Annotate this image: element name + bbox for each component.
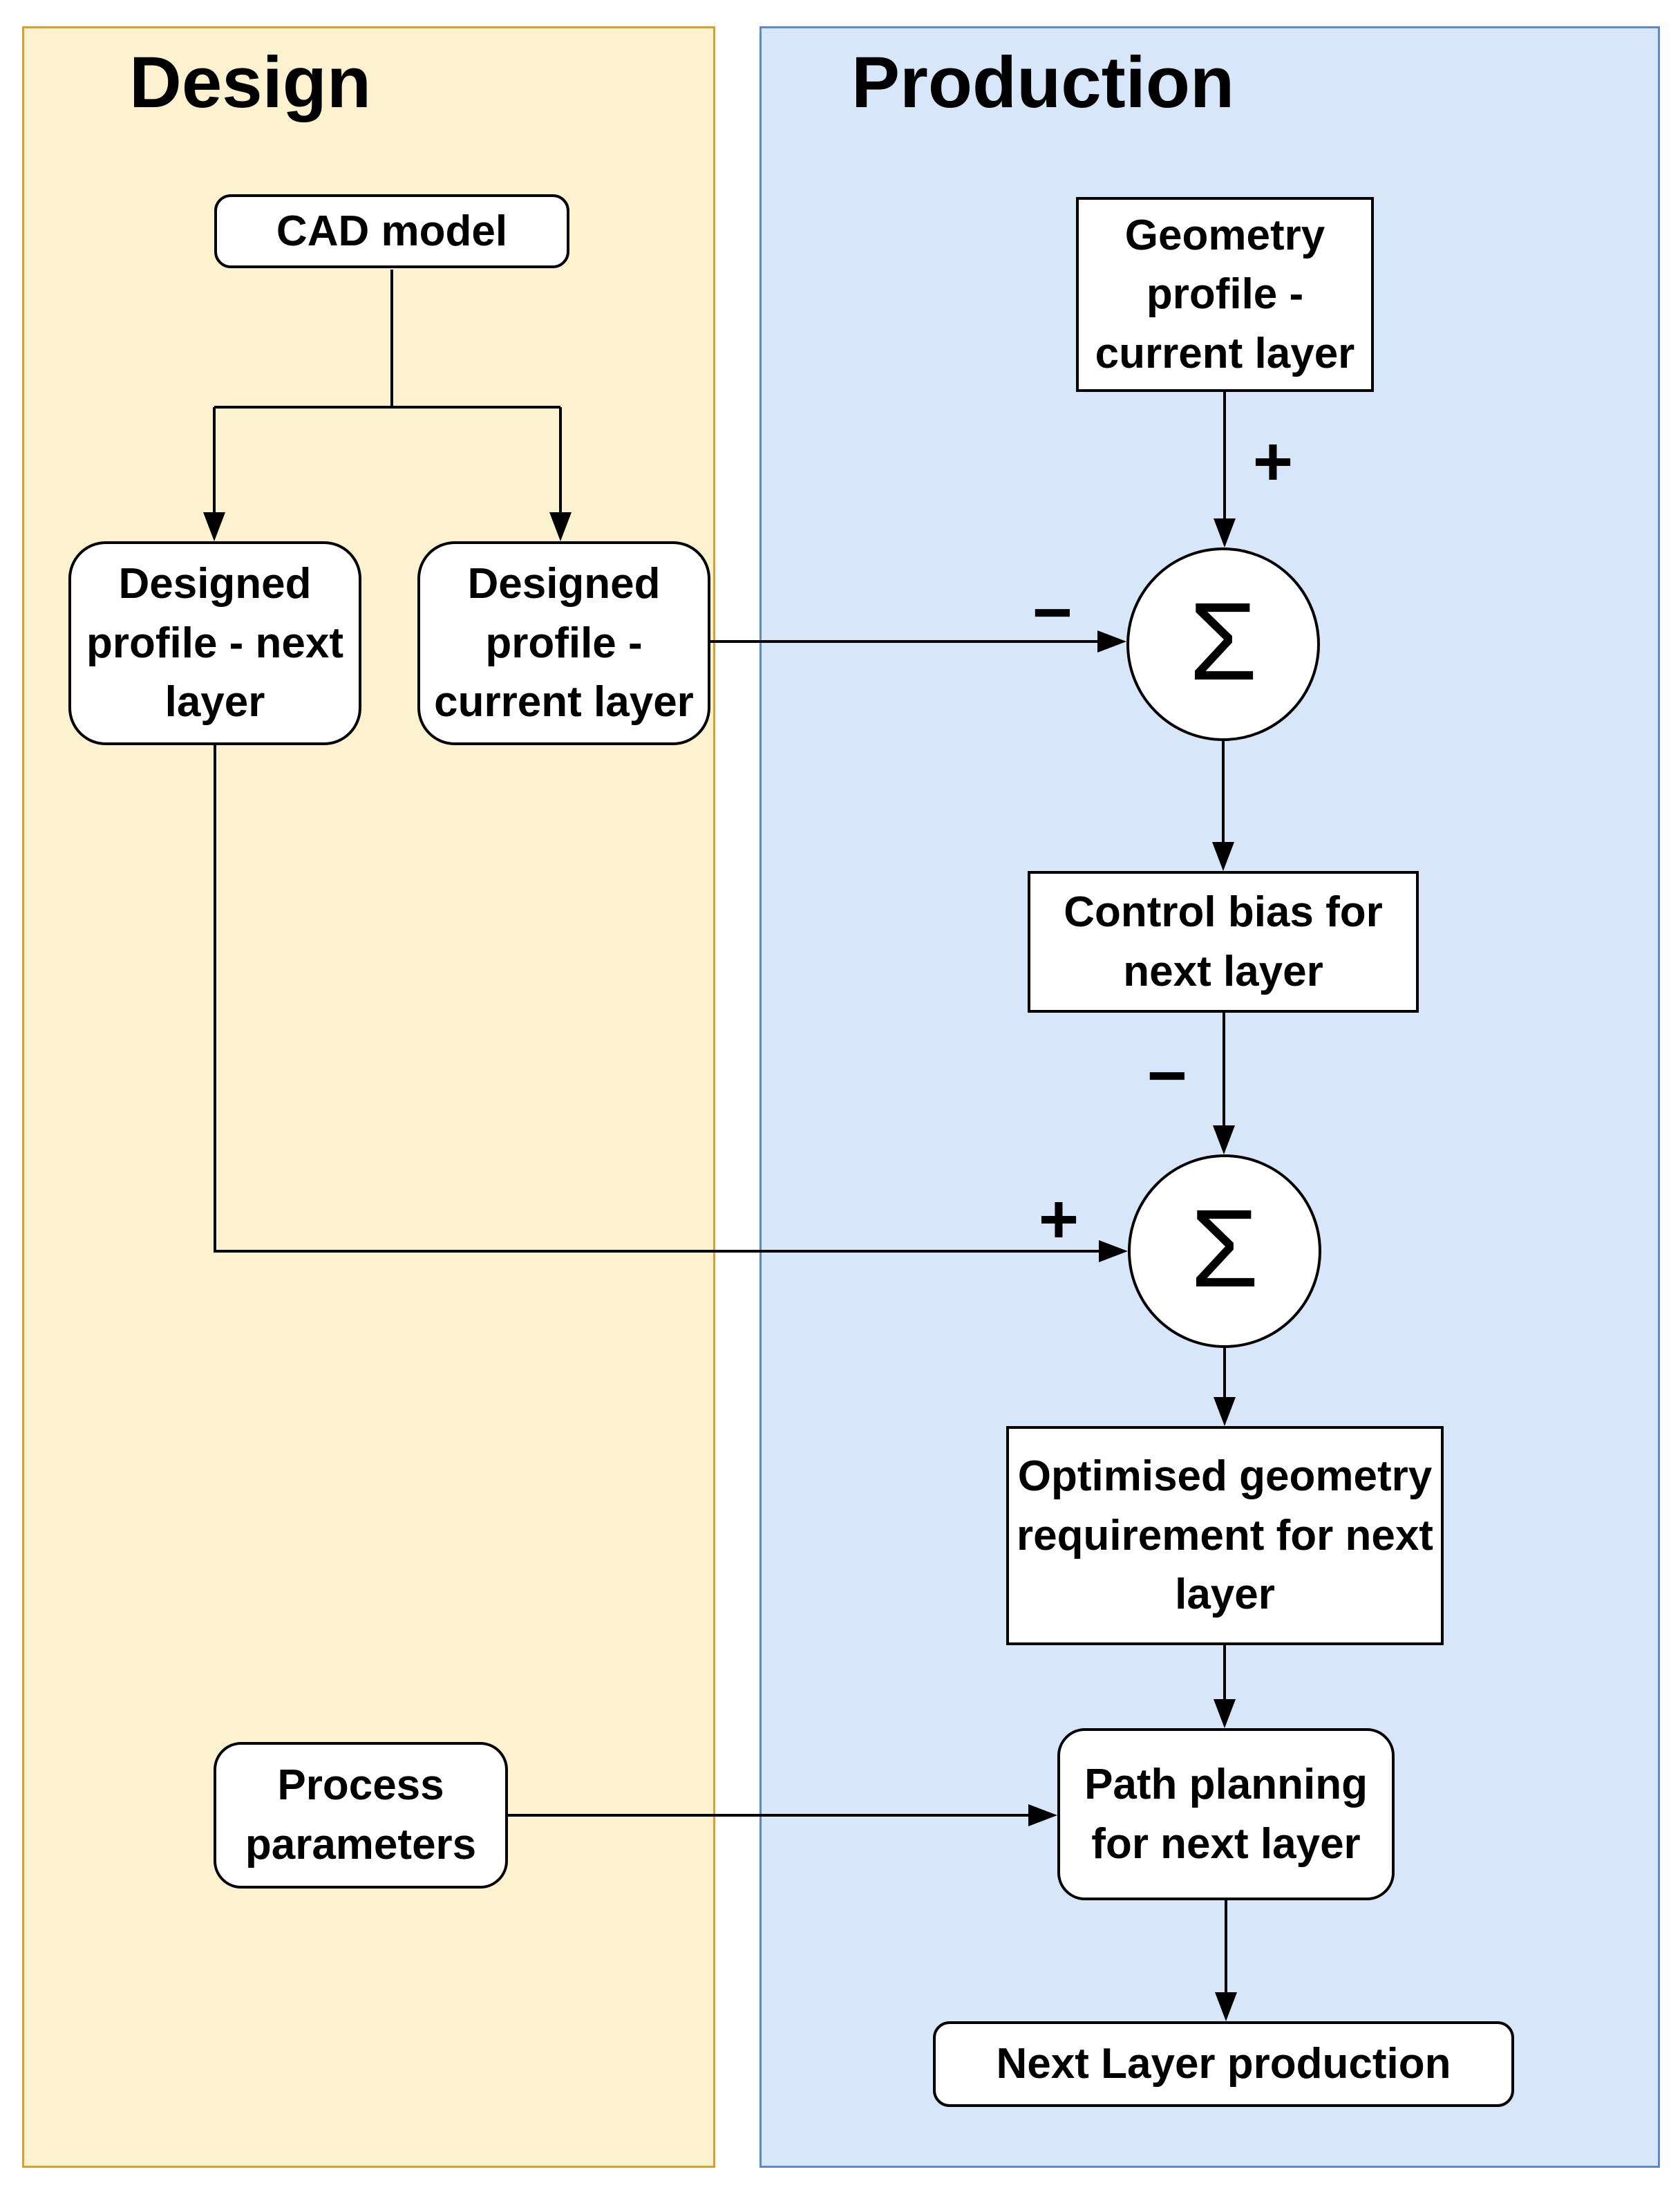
production-panel-title: Production	[851, 42, 1235, 123]
arrowhead-path-planning-left	[1028, 1804, 1057, 1826]
plus-sign-sum2-left: +	[1038, 1181, 1079, 1258]
node-path-planning: Path planning for next layer	[1057, 1728, 1395, 1900]
arrowhead-sum2-left	[1099, 1240, 1128, 1262]
arrowhead-path-planning	[1214, 1699, 1236, 1728]
arrowhead-next-layer	[1215, 1992, 1237, 2021]
arrowhead-designed-next	[203, 512, 225, 541]
plus-sign-sum1-top: +	[1252, 423, 1294, 500]
node-designed-profile-current: Designed profile - current layer	[417, 541, 710, 745]
node-cad-model: CAD model	[214, 194, 569, 268]
design-panel-title: Design	[129, 42, 372, 123]
node-next-layer-production: Next Layer production	[933, 2021, 1514, 2107]
arrowhead-sum1-left	[1097, 630, 1126, 653]
summing-junction-2: Σ	[1128, 1154, 1321, 1348]
minus-sign-sum1-left: −	[1032, 574, 1073, 651]
edge-designed-next-to-sum2	[214, 745, 1102, 1253]
arrowhead-optimised	[1214, 1397, 1236, 1426]
arrowhead-sum1-top	[1214, 518, 1236, 547]
arrowhead-sum2-top	[1213, 1125, 1235, 1154]
arrowhead-control-bias	[1212, 842, 1234, 871]
minus-sign-sum2-top: −	[1146, 1037, 1188, 1114]
node-designed-profile-next: Designed profile - next layer	[68, 541, 361, 745]
node-geometry-profile-current: Geometry profile - current layer	[1076, 197, 1374, 392]
node-process-parameters: Process parameters	[214, 1742, 508, 1889]
node-optimised-geometry: Optimised geometry requirement for next …	[1006, 1426, 1444, 1645]
summing-junction-1: Σ	[1126, 547, 1320, 741]
node-control-bias: Control bias for next layer	[1028, 871, 1419, 1013]
arrowhead-designed-current	[549, 512, 572, 541]
